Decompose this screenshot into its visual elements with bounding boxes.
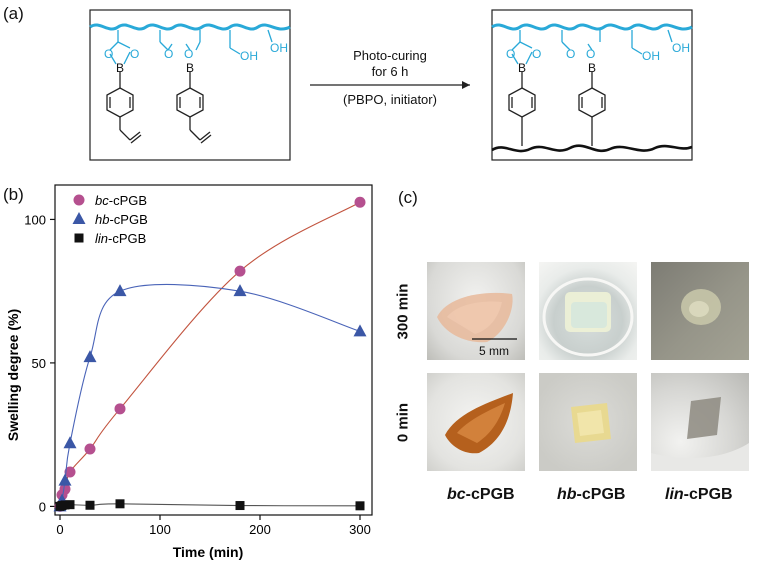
atom-oh-1: OH bbox=[240, 49, 258, 63]
data-point-hb bbox=[58, 473, 72, 486]
row-label-300min: 300 min bbox=[394, 283, 412, 340]
photo-bc-300min: 5 mm bbox=[427, 262, 525, 360]
photo-hb-300min bbox=[539, 262, 637, 360]
data-point-bc bbox=[59, 483, 71, 495]
data-point-hb bbox=[353, 324, 367, 337]
atom-b-2: B bbox=[186, 61, 194, 75]
reaction-scheme: O O O O OH OH B B bbox=[89, 9, 693, 161]
row-label-0min: 0 min bbox=[394, 402, 412, 443]
panel-label-c: (c) bbox=[398, 188, 418, 207]
x-tick-label: 100 bbox=[149, 522, 171, 537]
column-label-hb: hb-cPGB bbox=[557, 486, 626, 503]
atom-oh-3: OH bbox=[642, 49, 660, 63]
reaction-arrowhead bbox=[462, 81, 470, 89]
atom-oh-2: OH bbox=[270, 41, 288, 55]
polymer-backbone-left bbox=[89, 23, 291, 31]
atom-o-1: O bbox=[104, 47, 113, 61]
polymer-backbone-right bbox=[491, 23, 693, 31]
atom-o-7: O bbox=[566, 47, 575, 61]
plot-frame bbox=[54, 184, 373, 516]
swelling-chart: 0 100 200 300 0 50 100 bc-cPGB hb-cPGB lin-cPGB S… bbox=[5, 184, 373, 560]
y-axis-label: Swelling degree (%) bbox=[5, 309, 21, 441]
photo-bc-0min bbox=[427, 373, 525, 471]
panel-label-a: (a) bbox=[3, 4, 24, 23]
series-line-hb bbox=[59, 283, 361, 507]
legend-marker-lin bbox=[74, 233, 84, 243]
left-scheme-box bbox=[89, 9, 291, 161]
atom-o-6: O bbox=[532, 47, 541, 61]
y-tick-label: 0 bbox=[39, 499, 46, 514]
data-point-hb bbox=[63, 436, 77, 449]
atom-oh-4: OH bbox=[672, 41, 690, 55]
series-line-lin bbox=[59, 503, 361, 507]
data-point-lin bbox=[65, 500, 75, 510]
data-point-bc bbox=[234, 265, 246, 277]
arrow-label-line2: for 6 h bbox=[372, 64, 409, 79]
data-point-lin bbox=[85, 500, 95, 510]
crosslinked-backbone bbox=[491, 144, 693, 153]
data-point-bc bbox=[354, 196, 366, 208]
diol-chains-left bbox=[229, 29, 273, 55]
legend-label-bc: bc-cPGB bbox=[95, 193, 147, 208]
data-point-lin bbox=[115, 499, 125, 509]
data-point-lin bbox=[60, 500, 70, 510]
legend-label-hb: hb-cPGB bbox=[95, 212, 148, 227]
data-point-hb bbox=[83, 350, 97, 363]
y-tick-label: 50 bbox=[32, 356, 46, 371]
column-label-lin: lin-cPGB bbox=[665, 486, 733, 503]
arrow-label-below: (PBPO, initiator) bbox=[343, 92, 437, 107]
boronate-open-ester bbox=[159, 30, 201, 51]
atom-o-2: O bbox=[130, 47, 139, 61]
arrow-label-line1: Photo-curing bbox=[353, 48, 427, 63]
column-label-bc: bc-cPGB bbox=[447, 486, 515, 503]
series-line-bc bbox=[59, 201, 361, 507]
x-tick-label: 0 bbox=[56, 522, 63, 537]
atom-o-5: O bbox=[506, 47, 515, 61]
legend-label-lin: lin-cPGB bbox=[95, 231, 146, 246]
atom-b-4: B bbox=[588, 61, 596, 75]
right-scheme-box bbox=[491, 9, 693, 161]
panel-label-b: (b) bbox=[3, 185, 24, 204]
data-point-lin bbox=[355, 501, 365, 511]
atom-o-3: O bbox=[164, 47, 173, 61]
photo-lin-0min bbox=[651, 373, 749, 471]
atom-b-3: B bbox=[518, 61, 526, 75]
data-point-bc bbox=[84, 443, 96, 455]
data-point-lin bbox=[235, 501, 245, 511]
x-tick-label: 300 bbox=[349, 522, 371, 537]
atom-b-1: B bbox=[116, 61, 124, 75]
data-point-bc bbox=[64, 466, 76, 478]
data-point-bc bbox=[114, 403, 126, 415]
x-tick-label: 200 bbox=[249, 522, 271, 537]
legend-marker-hb bbox=[72, 212, 86, 224]
y-tick-label: 100 bbox=[24, 212, 46, 227]
atom-o-4: O bbox=[184, 47, 193, 61]
photo-lin-300min bbox=[651, 262, 749, 360]
x-axis-label: Time (min) bbox=[173, 544, 244, 560]
legend-marker-bc bbox=[73, 194, 85, 206]
photo-hb-0min bbox=[539, 373, 637, 471]
atom-o-8: O bbox=[586, 47, 595, 61]
boronate-ring-1 bbox=[109, 30, 131, 65]
data-point-hb bbox=[113, 284, 127, 297]
data-point-hb bbox=[233, 284, 247, 297]
scale-bar-label: 5 mm bbox=[479, 344, 509, 358]
